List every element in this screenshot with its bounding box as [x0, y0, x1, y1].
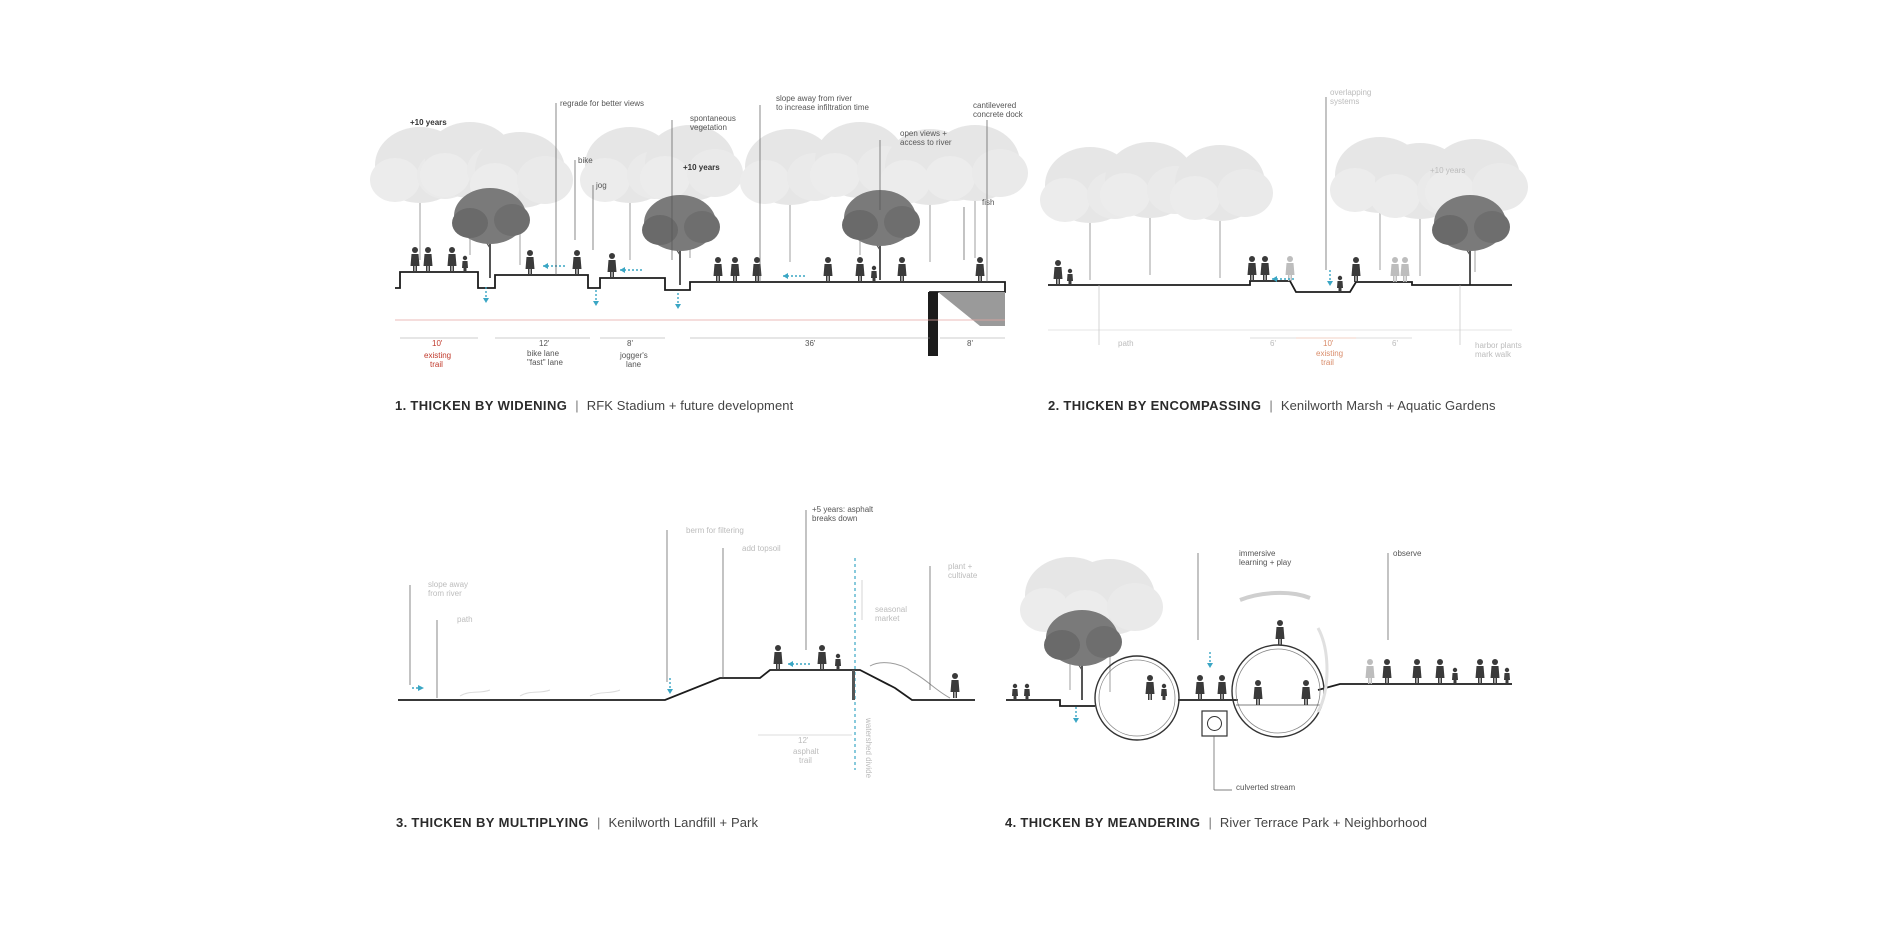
dim-p3-1-note-2: trail — [799, 756, 812, 765]
annot-p2-overlap-1: overlapping — [1330, 88, 1371, 97]
annot-p2-harbor-1: harbor plants — [1475, 341, 1522, 350]
annot-p1-slope-1: slope away from river — [776, 94, 852, 103]
annot-p2-harbor-2: mark walk — [1475, 350, 1512, 359]
annot-p1-jog: jog — [595, 181, 607, 190]
dim-p1-2-note-1: bike lane — [527, 349, 560, 358]
annot-p3-asphalt-1: +5 years: asphalt — [812, 505, 874, 514]
annot-p4-culvert: culverted stream — [1236, 783, 1295, 792]
panel-3-section — [398, 510, 975, 770]
annot-p1-bike: bike — [578, 156, 593, 165]
dim-p2-2-note-2: trail — [1321, 358, 1334, 367]
panel-1-caption: 1. THICKEN BY WIDENING | RFK Stadium + fut… — [395, 398, 793, 413]
annot-p1-fish: fish — [982, 198, 994, 207]
annot-p1-regrade: regrade for better views — [560, 99, 644, 108]
panel-4-separator: | — [1208, 815, 1212, 830]
annot-p4-observe: observe — [1393, 549, 1422, 558]
annot-p2-overlap-2: systems — [1330, 97, 1359, 106]
dim-p3-1-note-1: asphalt — [793, 747, 820, 756]
panel-2-section — [1039, 97, 1529, 345]
dim-p1-1: 10' — [432, 339, 443, 348]
annot-p3-slope-2: from river — [428, 589, 462, 598]
dim-p1-1-note-1: existing — [424, 351, 451, 360]
annot-p1-plus10-a: +10 years — [410, 118, 447, 127]
panel-1-number: 1. — [395, 398, 407, 413]
annot-p3-path: path — [457, 615, 473, 624]
panel-2-caption: 2. THICKEN BY ENCOMPASSING | Kenilworth Ma… — [1048, 398, 1496, 413]
panel-3-heading: THICKEN BY MULTIPLYING — [411, 815, 589, 830]
panel-2-heading: THICKEN BY ENCOMPASSING — [1063, 398, 1262, 413]
annot-p3-slope-1: slope away — [428, 580, 468, 589]
annot-p3-vertical: watershed divide — [864, 717, 873, 779]
annot-p3-market-1: seasonal — [875, 605, 907, 614]
panel-4-section — [1006, 553, 1512, 791]
panel-4-number: 4. — [1005, 815, 1017, 830]
annot-p4-immersive-2: learning + play — [1239, 558, 1291, 567]
panel-2-subtitle: Kenilworth Marsh + Aquatic Gardens — [1280, 398, 1496, 413]
dim-p2-2-note-1: existing — [1316, 349, 1343, 358]
annot-p2-path: path — [1118, 339, 1134, 348]
annot-p2-plus10: +10 years — [1430, 166, 1465, 175]
dim-p1-4: 36' — [805, 339, 816, 348]
panel-2-separator: | — [1269, 398, 1273, 413]
panel-2-number: 2. — [1048, 398, 1060, 413]
dim-p1-2: 12' — [539, 339, 550, 348]
dim-p1-3-note-2: lane — [626, 360, 642, 369]
annot-p3-plant-2: cultivate — [948, 571, 978, 580]
panel-3-separator: | — [596, 815, 601, 830]
annot-p1-dock-2: concrete dock — [973, 110, 1024, 119]
annot-p3-market-2: market — [875, 614, 900, 623]
panel-1-section — [369, 103, 1029, 356]
panel-3-number: 3. — [396, 815, 408, 830]
annot-p4-immersive-1: immersive — [1239, 549, 1276, 558]
annot-p3-berm: berm for filtering — [686, 526, 744, 535]
panel-1-subtitle: RFK Stadium + future development — [586, 398, 794, 413]
panel-3-subtitle: Kenilworth Landfill + Park — [608, 815, 759, 830]
annot-p3-topsoil: add topsoil — [742, 544, 781, 553]
panel-1-separator: | — [575, 398, 579, 413]
annot-p1-spontaneous-2: vegetation — [690, 123, 727, 132]
panel-4-subtitle: River Terrace Park + Neighborhood — [1219, 815, 1428, 830]
panel-4-caption: 4. THICKEN BY MEANDERING | River Terrace P… — [1005, 815, 1427, 830]
panel-1-heading: THICKEN BY WIDENING — [410, 398, 568, 413]
dim-p3-1: 12' — [798, 736, 809, 745]
dim-p2-1: 6' — [1270, 339, 1276, 348]
annot-p1-dock-1: cantilevered — [973, 101, 1016, 110]
dim-p2-3: 6' — [1392, 339, 1398, 348]
panel-4-heading: THICKEN BY MEANDERING — [1020, 815, 1201, 830]
annot-p1-slope-2: to increase infiltration time — [776, 103, 869, 112]
dim-p1-3: 8' — [627, 339, 633, 348]
annot-p3-asphalt-2: breaks down — [812, 514, 857, 523]
annot-p1-open-2: access to river — [900, 138, 952, 147]
dim-p1-2-note-2: "fast" lane — [527, 358, 563, 367]
dim-p1-1-note-2: trail — [430, 360, 443, 369]
annot-p1-plus10-b: +10 years — [683, 163, 720, 172]
dim-p1-5: 8' — [967, 339, 973, 348]
annot-p1-open-1: open views + — [900, 129, 947, 138]
panel-3-caption: 3. THICKEN BY MULTIPLYING | Kenilworth Lan… — [396, 815, 758, 830]
annot-p3-plant-1: plant + — [948, 562, 973, 571]
annot-p1-spontaneous-1: spontaneous — [690, 114, 736, 123]
dim-p1-3-note-1: jogger's — [619, 351, 648, 360]
dim-p2-2: 10' — [1323, 339, 1334, 348]
